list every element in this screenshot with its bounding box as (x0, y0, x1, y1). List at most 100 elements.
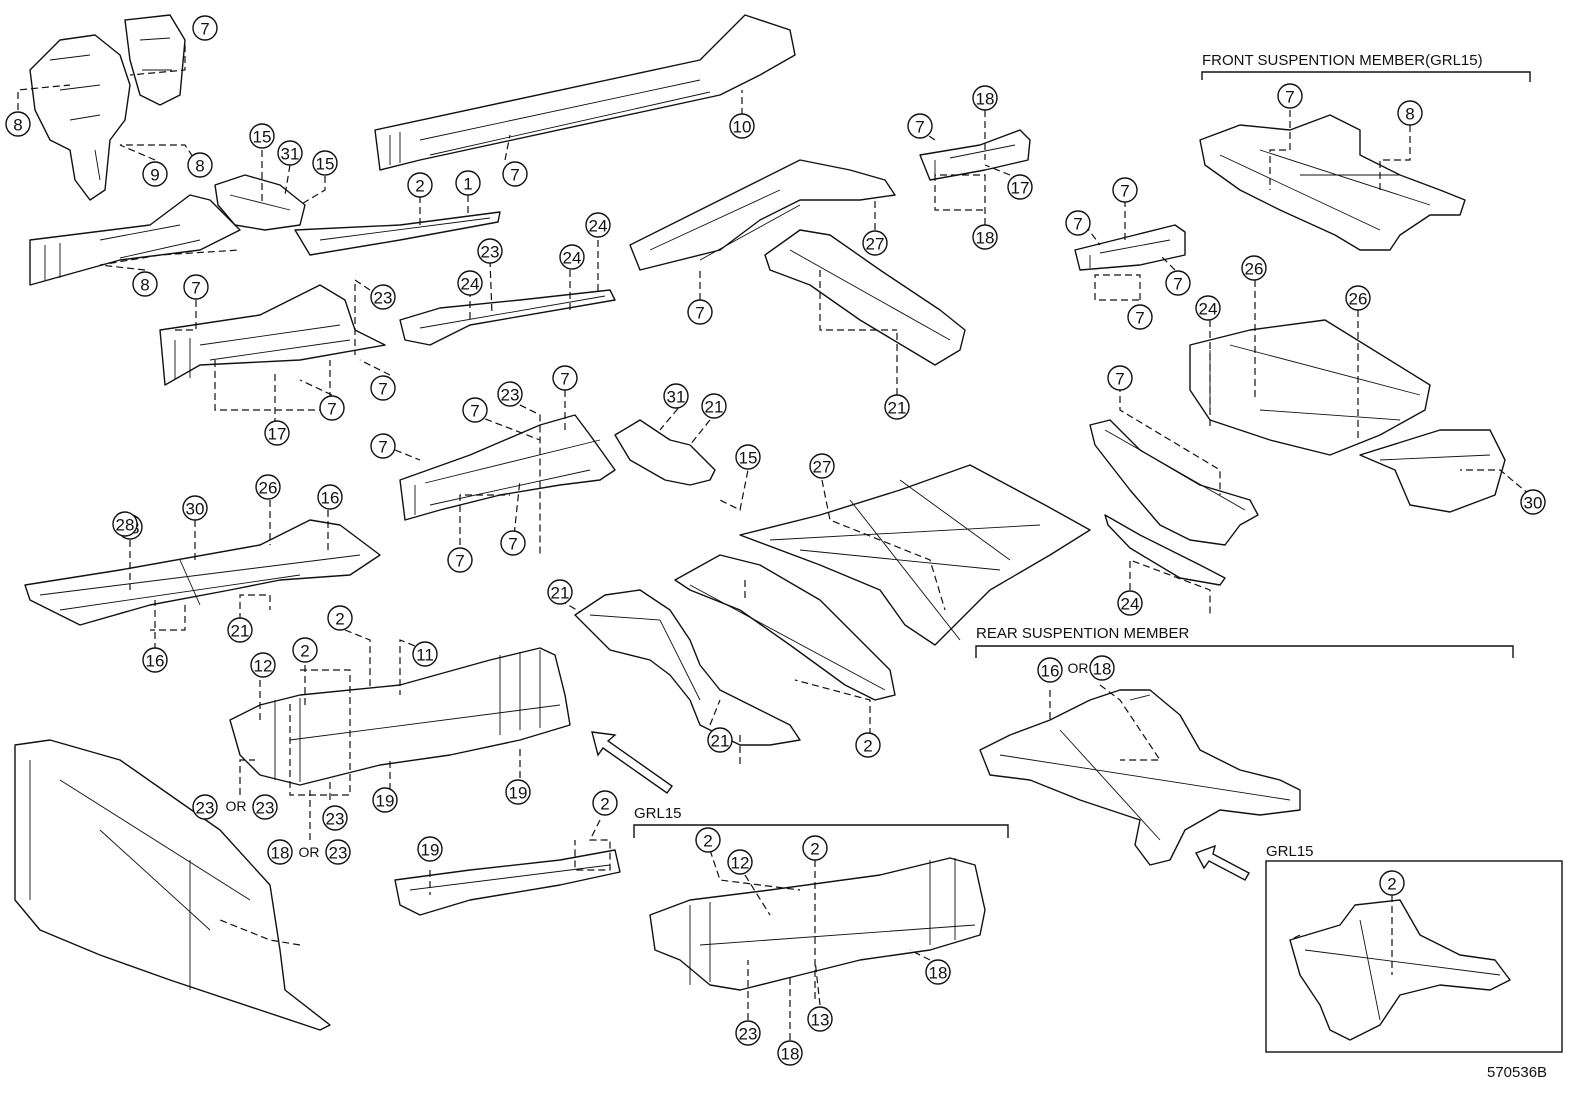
callout-circle (687, 299, 713, 325)
callout-23: 23 (370, 284, 396, 310)
callout-number: 2 (863, 737, 872, 756)
leader-lines (17, 45, 1531, 1040)
callout-circle (862, 230, 888, 256)
callout-number: 21 (551, 584, 570, 603)
or-label: OR (299, 844, 320, 860)
callout-8: 8 (5, 111, 31, 137)
callout-number: 24 (1121, 595, 1140, 614)
callout-24: 24 (457, 270, 483, 296)
callout-number: 18 (781, 1045, 800, 1064)
callout-number: 24 (589, 217, 608, 236)
callout-number: 1 (463, 175, 472, 194)
callout-7: 7 (907, 113, 933, 139)
callout-circle (322, 805, 348, 831)
callout-circle (325, 839, 351, 865)
callout-12: 12 (727, 849, 753, 875)
callout-number: 7 (915, 118, 924, 137)
callout-number: 27 (866, 235, 885, 254)
callout-circle (312, 150, 338, 176)
callout-number: 31 (281, 145, 300, 164)
callout-24: 24 (1195, 295, 1221, 321)
callout-number: 7 (1073, 215, 1082, 234)
callout-circle (455, 170, 481, 196)
callout-16: 16 (317, 484, 343, 510)
callout-7: 7 (1277, 83, 1303, 109)
callout-number: 23 (256, 799, 275, 818)
callout-circle (142, 647, 168, 673)
callout-circle (249, 123, 275, 149)
front-suspension-bracket (1201, 71, 1531, 82)
callout-circle (1112, 177, 1138, 203)
callout-24: 24 (1117, 590, 1143, 616)
callout-8: 8 (1397, 100, 1423, 126)
callout-number: 15 (739, 449, 758, 468)
callout-11: 11 (412, 641, 438, 667)
callout-circle (701, 393, 727, 419)
callout-26: 26 (1241, 255, 1267, 281)
callout-circle (250, 652, 276, 678)
callout-18: 18 (972, 85, 998, 111)
front-apron-part (29, 14, 186, 201)
callout-circle (112, 511, 138, 537)
callout-number: 7 (455, 552, 464, 571)
callout-number: 26 (1245, 260, 1264, 279)
callout-7: 7 (1112, 177, 1138, 203)
callout-26: 26 (255, 474, 281, 500)
callout-circle (1117, 590, 1143, 616)
callout-number: 21 (711, 732, 730, 751)
callout-number: 7 (560, 370, 569, 389)
view-arrow-icon (591, 731, 673, 794)
callout-24: 24 (559, 244, 585, 270)
callout-number: 7 (1173, 275, 1182, 294)
front-floor-member-part (374, 14, 796, 171)
callout-number: 7 (510, 166, 519, 185)
callout-circle (182, 495, 208, 521)
callout-circle (907, 113, 933, 139)
side-member-rear-part (159, 284, 386, 386)
callout-number: 27 (813, 458, 832, 477)
callout-number: 24 (1199, 300, 1218, 319)
callout-7: 7 (1065, 210, 1091, 236)
callout-7: 7 (687, 299, 713, 325)
grl15-floor-panel-part (649, 857, 986, 991)
callout-circle (255, 474, 281, 500)
rear-suspension-member-part (979, 689, 1301, 866)
callout-number: 7 (508, 535, 517, 554)
callout-number: 21 (888, 399, 907, 418)
callout-circle (277, 140, 303, 166)
callout-circle (192, 15, 218, 41)
callout-number: 7 (327, 400, 336, 419)
figure-id: 570536B (1487, 1064, 1547, 1081)
callout-2: 2 (1379, 870, 1405, 896)
callout-number: 23 (196, 799, 215, 818)
or-label: OR (226, 798, 247, 814)
callout-number: 18 (976, 90, 995, 109)
callout-number: 8 (1405, 105, 1414, 124)
callout-17: 17 (264, 420, 290, 446)
callout-15: 15 (249, 123, 275, 149)
callout-8: 8 (132, 271, 158, 297)
callout-26: 26 (1345, 285, 1371, 311)
callout-2: 2 (327, 605, 353, 631)
callout-circle (447, 547, 473, 573)
callout-9: 9 (142, 161, 168, 187)
callout-number: 7 (1115, 370, 1124, 389)
callout-number: 7 (1120, 182, 1129, 201)
callout-number: 24 (461, 275, 480, 294)
callout-31: 31 (277, 140, 303, 166)
callout-circle (370, 284, 396, 310)
callout-7: 7 (500, 530, 526, 556)
callout-circle (855, 732, 881, 758)
callout-circle (500, 530, 526, 556)
callout-2: 2 (292, 637, 318, 663)
callout-circle (183, 274, 209, 300)
callout-circle (317, 484, 343, 510)
callout-number: 7 (191, 279, 200, 298)
grl15-inset-section: GRL15 (1265, 843, 1563, 1053)
callout-number: 24 (563, 249, 582, 268)
callout-21: 21 (227, 617, 253, 643)
callout-circle (1195, 295, 1221, 321)
callout-circle (497, 381, 523, 407)
